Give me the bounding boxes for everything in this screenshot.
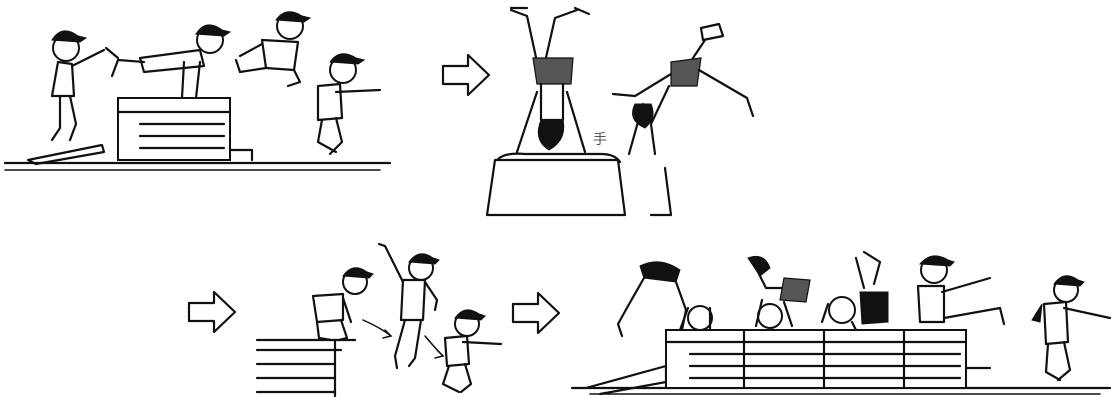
right-arrow-icon xyxy=(510,290,562,336)
jump-landing-illustration xyxy=(255,238,505,397)
hand-mark-label: 手 xyxy=(593,132,607,148)
forward-roll-illustration xyxy=(570,248,1116,397)
handstand-illustration: 手 xyxy=(475,0,765,220)
right-arrow-icon xyxy=(186,289,238,335)
vault-sequence-illustration xyxy=(0,0,395,175)
